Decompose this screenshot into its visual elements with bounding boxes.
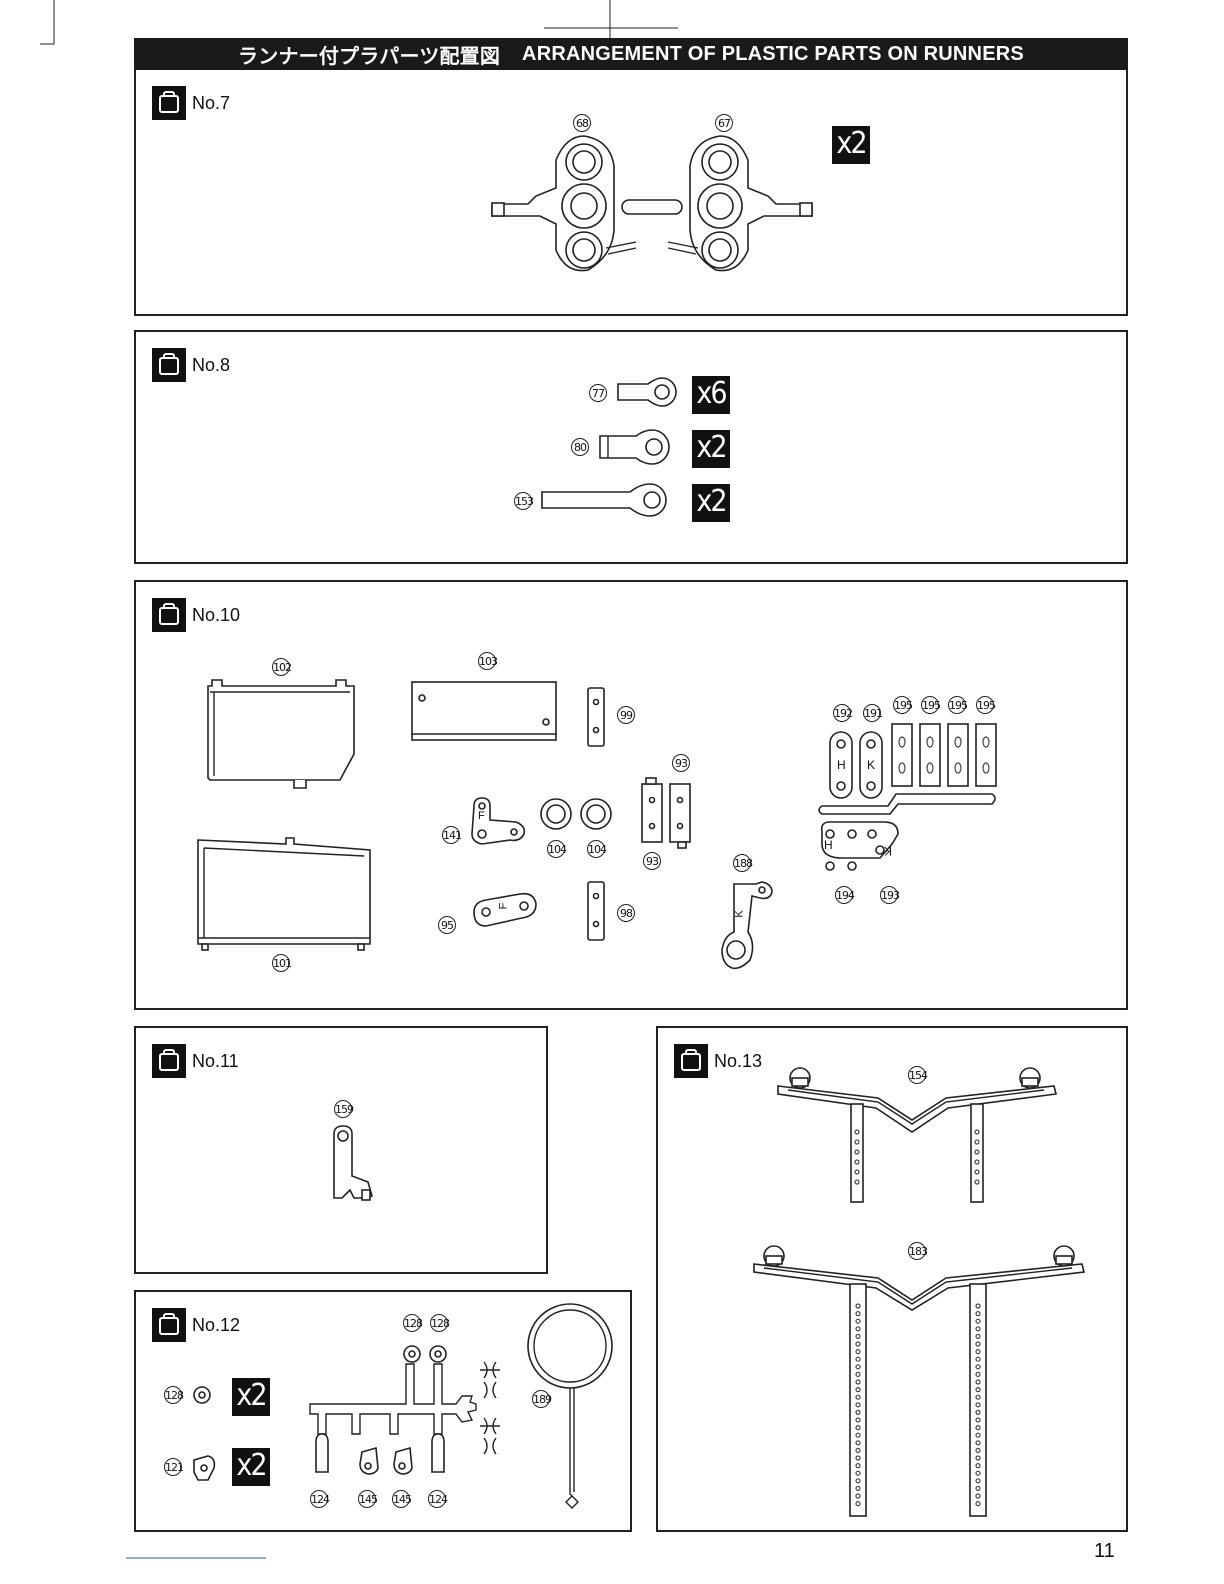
knuckle-right <box>668 136 812 271</box>
rod-end-short <box>618 378 676 406</box>
battery-box-bottom <box>198 838 370 950</box>
battery-box-top <box>208 680 354 788</box>
arm-marking-k: K <box>734 910 746 917</box>
steering-arm-95 <box>474 894 536 926</box>
cover-plate <box>412 682 556 740</box>
page-number: 11 <box>1094 1540 1115 1563</box>
bag-panel-no12: No.12 128 128 128 121 189 124 145 145 12… <box>134 1290 632 1532</box>
bag-panel-no7: No.7 68 67 x2 <box>134 70 1128 316</box>
spacer-99 <box>588 688 604 746</box>
body-mount-front <box>778 1068 1056 1202</box>
bushing-104 <box>541 799 611 829</box>
bag-panel-no11: No.11 159 <box>134 1026 548 1274</box>
rod-end-drawings <box>136 332 1130 566</box>
page-header: ランナー付プラパーツ配置図 ARRANGEMENT OF PLASTIC PAR… <box>134 38 1128 70</box>
link-marking-k: K <box>884 844 892 858</box>
post-159-drawing <box>136 1028 550 1276</box>
link-tree-192-191 <box>819 724 996 870</box>
rod-end-medium <box>600 430 669 464</box>
body-mount-rear <box>754 1246 1084 1516</box>
runner-bar <box>622 200 682 214</box>
no12-parts-drawing <box>136 1292 634 1534</box>
arm-marking-f: F <box>497 903 509 910</box>
arm-marking-f: F <box>478 810 485 822</box>
link-marking-k: K <box>867 758 875 772</box>
body-mount-drawing <box>658 1028 1130 1534</box>
spacer-98 <box>588 882 604 940</box>
bag-panel-no13: No.13 154 183 <box>656 1026 1128 1532</box>
link-marking-h: H <box>837 758 846 772</box>
bag-panel-no8: No.8 77 80 153 x6 x2 x2 <box>134 330 1128 564</box>
rod-end-long <box>542 484 666 516</box>
no10-parts-drawing <box>136 582 1130 1012</box>
spacer-93 <box>642 778 690 848</box>
knuckle-parts-drawing <box>136 70 1130 316</box>
header-title-en: ARRANGEMENT OF PLASTIC PARTS ON RUNNERS <box>522 43 1024 66</box>
bag-panel-no10: No.10 102 103 99 192 191 195 195 195 195… <box>134 580 1128 1010</box>
header-title-jp: ランナー付プラパーツ配置図 <box>238 40 500 69</box>
servo-arm-188 <box>722 882 772 968</box>
link-marking-h: H <box>824 838 833 852</box>
mount-holes <box>855 1130 980 1506</box>
knuckle-left <box>492 136 636 271</box>
